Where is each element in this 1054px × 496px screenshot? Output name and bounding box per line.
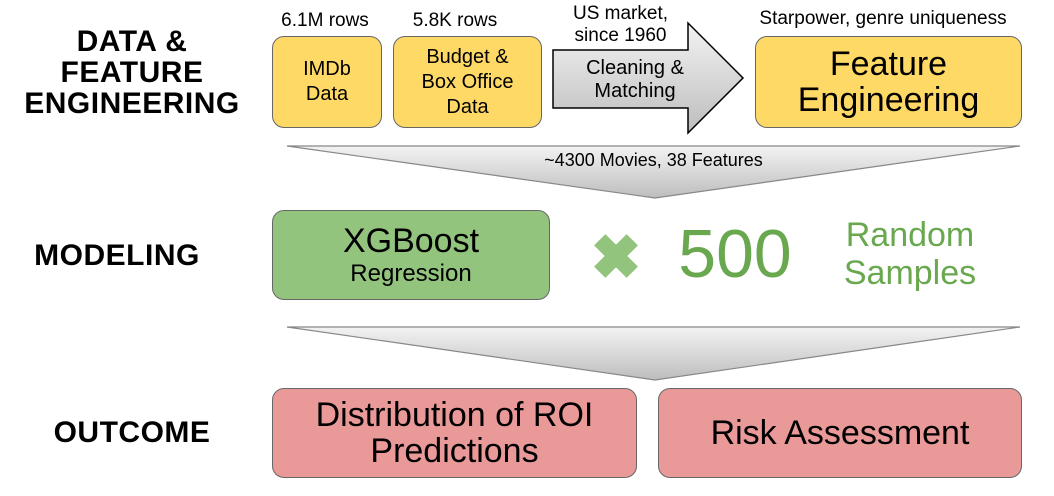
box-text-line: Box Office xyxy=(421,70,514,93)
imdb-row-count: 6.1M rows xyxy=(281,10,369,31)
arrow-text-line: Matching xyxy=(594,80,676,102)
budget-row-count: 5.8K rows xyxy=(412,10,498,31)
multiply-icon xyxy=(594,234,638,278)
feature-engineering-box: Feature Engineering xyxy=(755,36,1022,128)
cleaning-arrow-shape xyxy=(552,21,745,135)
random-samples-label: Random Samples xyxy=(830,216,990,292)
arrow-text-line: Cleaning & xyxy=(586,57,684,79)
funnel-shape-2 xyxy=(286,326,1021,381)
funnel-shape-1 xyxy=(286,145,1021,199)
imdb-data-box: IMDb Data xyxy=(272,36,382,128)
risk-assessment-box: Risk Assessment xyxy=(658,388,1022,478)
samples-text-line: Samples xyxy=(843,254,977,292)
box-text-line: Distribution of ROI xyxy=(315,396,594,434)
data-feature-engineering-label: DATA & FEATURE ENGINEERING xyxy=(12,26,252,119)
section-label-line: DATA & xyxy=(76,25,188,58)
outcome-label: OUTCOME xyxy=(53,416,211,449)
box-text-line: Engineering xyxy=(797,81,980,119)
feature-engineering-note: Starpower, genre uniqueness xyxy=(759,8,1007,29)
box-text-line: Data xyxy=(446,95,489,118)
box-text-line: Predictions xyxy=(370,432,539,470)
section-label-line: ENGINEERING xyxy=(24,87,240,120)
box-text-line: Budget & xyxy=(426,45,509,68)
box-text-line: Risk Assessment xyxy=(710,414,970,452)
box-text-line: Feature xyxy=(829,45,948,83)
cleaning-matching-label: Cleaning & Matching xyxy=(560,57,710,103)
xgboost-regression-box: XGBoost Regression xyxy=(272,210,550,300)
funnel-1-label: ~4300 Movies, 38 Features xyxy=(544,150,763,170)
cleaning-scope-note: US market, since 1960 xyxy=(553,3,688,47)
roi-distribution-box: Distribution of ROI Predictions xyxy=(272,388,637,478)
sample-count: 500 xyxy=(678,216,792,292)
samples-text-line: Random xyxy=(845,216,975,254)
section-label-line: FEATURE xyxy=(60,56,204,89)
model-type: Regression xyxy=(350,260,472,287)
note-line: since 1960 xyxy=(574,25,667,46)
box-text-line: IMDb xyxy=(303,58,351,80)
model-name: XGBoost xyxy=(342,222,480,260)
modeling-label: MODELING xyxy=(34,239,200,272)
budget-box-office-data-box: Budget & Box Office Data xyxy=(393,36,542,128)
note-line: US market, xyxy=(572,3,669,24)
box-text-line: Data xyxy=(305,83,349,105)
